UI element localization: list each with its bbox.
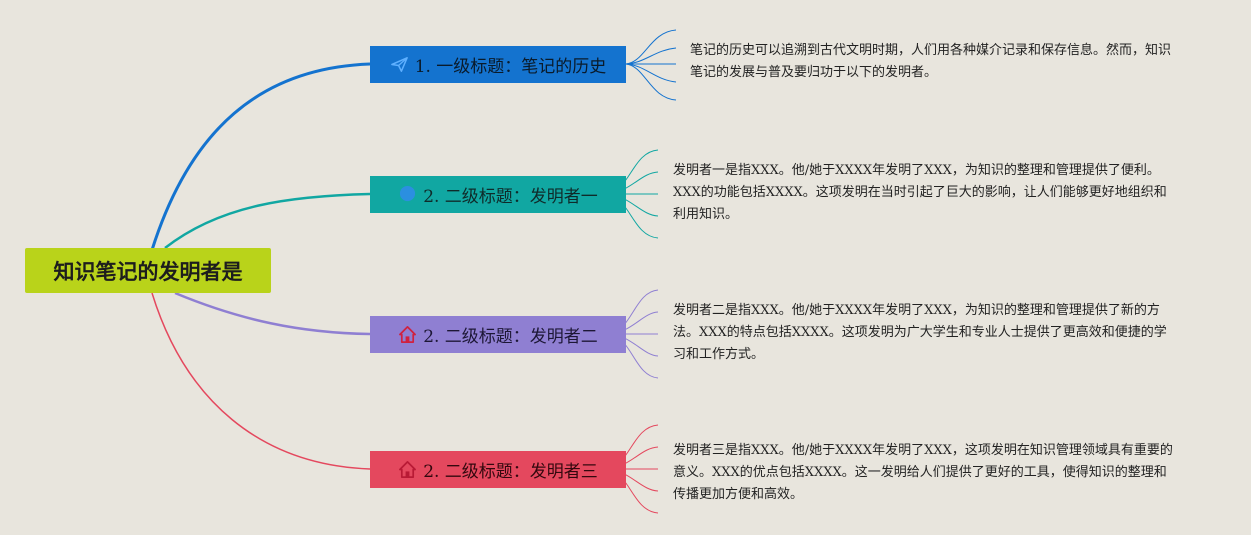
branch-label: 2. 二级标题：发明者一	[423, 187, 598, 207]
root-topic-label: 知识笔记的发明者是	[53, 259, 243, 284]
root-topic[interactable]: 知识笔记的发明者是	[25, 248, 271, 293]
house-icon	[398, 325, 417, 344]
note-history: 笔记的历史可以追溯到古代文明时期，人们用各种媒介记录和保存信息。然而，知识笔记的…	[690, 43, 1172, 80]
link-root-branch-2	[164, 192, 371, 249]
link-root-branch-1	[150, 62, 371, 251]
link-root-branch-3	[174, 291, 371, 336]
branch-topic-inventor-one[interactable]: 2. 二级标题：发明者一	[370, 176, 626, 213]
branch-label: 2. 二级标题：发明者二	[423, 327, 598, 347]
note-inventor-two: 发明者二是指XXX。他/她于XXXX年发明了XXX，为知识的整理和管理提供了新的…	[673, 303, 1167, 362]
branch-label: 1. 一级标题：笔记的历史	[414, 57, 607, 77]
branch-topic-inventor-three[interactable]: 2. 二级标题：发明者三	[370, 451, 626, 488]
branch-label: 2. 二级标题：发明者三	[423, 462, 598, 482]
paper-plane-icon	[390, 55, 409, 74]
branch-topic-inventor-two[interactable]: 2. 二级标题：发明者二	[370, 316, 626, 353]
link-root-branch-4	[151, 292, 371, 470]
branch-topic-history[interactable]: 1. 一级标题：笔记的历史	[370, 46, 626, 83]
note-inventor-one: 发明者一是指XXX。他/她于XXXX年发明了XXX，为知识的整理和管理提供了便利…	[673, 163, 1167, 222]
circle-icon	[398, 185, 417, 204]
fan-branch-1	[625, 29, 677, 101]
note-inventor-three: 发明者三是指XXX。他/她于XXXX年发明了XXX，这项发明在知识管理领域具有重…	[673, 443, 1173, 502]
house-icon	[398, 460, 417, 479]
